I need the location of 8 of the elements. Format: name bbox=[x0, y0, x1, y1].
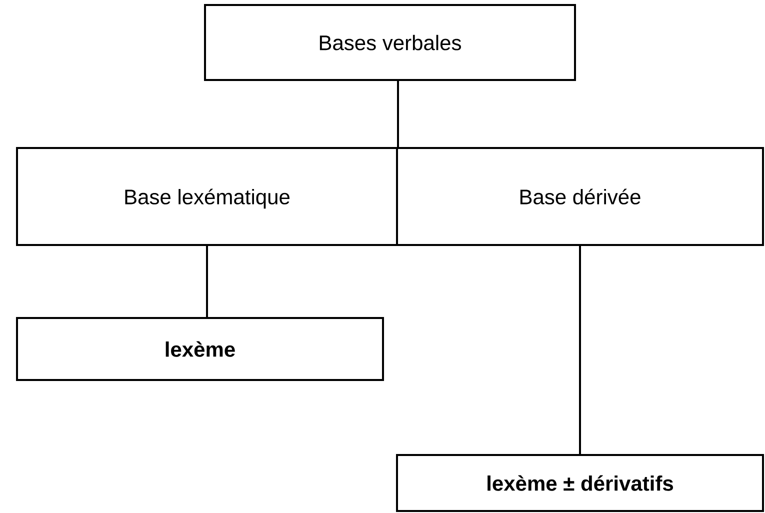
connector-line bbox=[206, 246, 208, 317]
connector-line bbox=[397, 81, 399, 147]
category-box: Base lexématique bbox=[16, 146, 398, 246]
connector-line bbox=[579, 246, 581, 454]
category-box: Base dérivée bbox=[396, 146, 764, 246]
category-box: Bases verbales bbox=[204, 4, 576, 81]
term-box: lexème bbox=[16, 316, 384, 381]
term-box: lexème ± dérivatifs bbox=[396, 454, 764, 512]
